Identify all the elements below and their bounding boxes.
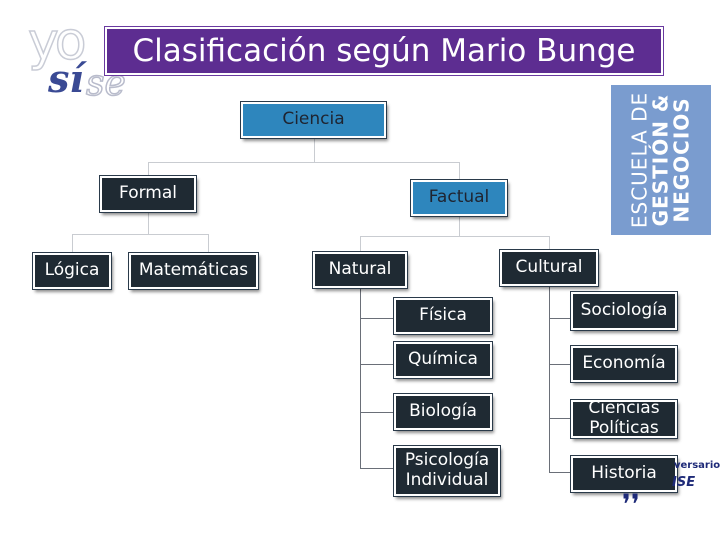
connector bbox=[549, 364, 571, 365]
connector bbox=[360, 236, 361, 252]
connector bbox=[314, 138, 315, 162]
connector bbox=[72, 234, 73, 253]
node-fisica: Física bbox=[393, 297, 493, 335]
node-matematicas: Matemáticas bbox=[128, 252, 259, 290]
node-cultural: Cultural bbox=[499, 249, 599, 287]
yosise-logo: yo sí se bbox=[27, 12, 138, 106]
node-economia: Economía bbox=[570, 345, 678, 383]
ise-mark-icon: ❜❜ bbox=[622, 488, 641, 521]
aniversario-text: versario bbox=[674, 460, 720, 471]
connector bbox=[459, 162, 460, 180]
connector bbox=[360, 318, 394, 319]
connector bbox=[148, 212, 149, 234]
school-line-3: NEGOCIOS bbox=[669, 97, 694, 223]
logo-yo: yo bbox=[27, 12, 87, 72]
school-line-1: ESCUELA DE bbox=[627, 91, 652, 229]
connector bbox=[549, 286, 550, 472]
connector bbox=[208, 234, 209, 253]
ise-logo-text: ISE bbox=[672, 475, 696, 490]
connector bbox=[360, 236, 550, 237]
connector bbox=[459, 216, 460, 236]
node-logica: Lógica bbox=[32, 252, 112, 290]
node-biologia: Biología bbox=[393, 393, 493, 431]
connector bbox=[549, 236, 550, 250]
connector bbox=[148, 162, 149, 176]
school-line-2: GESTIÓN & bbox=[648, 93, 673, 227]
slide-title: Clasificación según Mario Bunge bbox=[104, 26, 664, 76]
node-ciencia: Ciencia bbox=[240, 101, 387, 139]
connector bbox=[549, 318, 571, 319]
connector bbox=[148, 162, 460, 163]
connector bbox=[72, 234, 209, 235]
school-banner: ESCUELA DE GESTIÓN & NEGOCIOS bbox=[611, 85, 711, 235]
node-factual: Factual bbox=[410, 179, 508, 217]
connector bbox=[549, 418, 571, 419]
node-sociologia: Sociología bbox=[570, 291, 678, 331]
connector bbox=[360, 288, 361, 468]
connector bbox=[360, 412, 394, 413]
node-quimica: Química bbox=[393, 341, 493, 379]
school-banner-text: ESCUELA DE GESTIÓN & NEGOCIOS bbox=[627, 85, 694, 235]
logo-si: sí bbox=[48, 56, 84, 101]
node-historia: Historia bbox=[570, 455, 678, 493]
connector bbox=[360, 364, 394, 365]
connector bbox=[360, 468, 394, 469]
node-formal: Formal bbox=[99, 175, 197, 213]
node-ciencias-politicas: Ciencias Políticas bbox=[570, 399, 678, 439]
node-psicologia-individual: Psicología Individual bbox=[393, 445, 501, 497]
connector bbox=[549, 472, 571, 473]
node-natural: Natural bbox=[312, 251, 408, 289]
